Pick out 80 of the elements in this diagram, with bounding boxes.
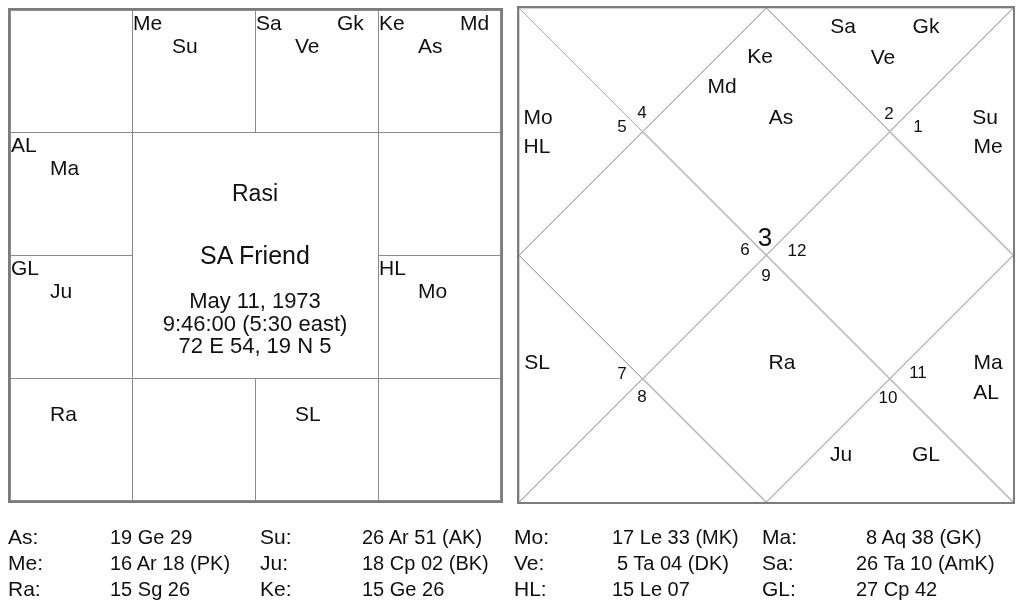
- birth-time: 9:46:00 (5:30 east): [162, 313, 348, 335]
- planet-label: Su:: [260, 527, 292, 547]
- planet-label: GL: [912, 442, 940, 464]
- planet-label: Ve:: [514, 553, 545, 573]
- sign-number: 9: [761, 266, 771, 284]
- sign-number: 4: [637, 103, 647, 121]
- planet-label: Ma: [973, 350, 1003, 372]
- planet-label: Mo: [418, 280, 448, 301]
- longitude-value: 17 Le 33 (MK): [612, 527, 739, 547]
- house-square: [378, 378, 501, 501]
- sign-number: 11: [909, 363, 927, 381]
- sign-number: 2: [884, 104, 894, 122]
- longitude-value: 26 Ar 51 (AK): [362, 527, 483, 547]
- planet-label: Ra:: [8, 579, 41, 599]
- planet-label: Su: [972, 105, 998, 127]
- sign-number: 5: [617, 117, 627, 135]
- planet-label: Sa: [830, 14, 856, 36]
- planet-label: SL: [524, 350, 550, 372]
- planet-label: Me: [973, 134, 1003, 156]
- longitude-value: 16 Ar 18 (PK): [110, 553, 231, 573]
- planet-label: Ju:: [260, 553, 288, 573]
- house-square: [378, 255, 501, 379]
- birth-date: May 11, 1973: [189, 290, 321, 312]
- planet-label: AL: [11, 134, 37, 155]
- sign-number: 3: [757, 224, 773, 250]
- planet-label: HL:: [514, 579, 547, 599]
- planet-label: Ju: [50, 280, 73, 301]
- longitude-value: 8 Aq 38 (GK): [866, 527, 982, 547]
- planet-label: Me:: [8, 553, 43, 573]
- chart-subtitle: SA Friend: [200, 242, 310, 268]
- planet-label: As: [418, 35, 443, 56]
- sign-number: 7: [617, 364, 627, 382]
- sign-number: 1: [913, 117, 923, 135]
- longitude-value: 19 Ge 29: [110, 527, 193, 547]
- chart-title: Rasi: [232, 181, 278, 205]
- house-square: [10, 10, 133, 133]
- sign-number: 8: [637, 387, 647, 405]
- planet-label: Ke: [379, 12, 405, 33]
- planet-label: GL: [11, 257, 39, 278]
- longitude-value: 15 Le 07: [612, 579, 690, 599]
- house-triangle: [766, 378, 1013, 502]
- longitude-value: 26 Ta 10 (AmK): [856, 553, 995, 573]
- planet-label: Sa: [256, 12, 282, 33]
- house-square: [10, 378, 133, 501]
- planet-label: AL: [973, 380, 999, 402]
- planet-label: Ra: [768, 350, 796, 372]
- sign-number: 12: [787, 241, 807, 259]
- planet-label: Gk: [337, 12, 364, 33]
- planet-label: Ve: [870, 45, 896, 67]
- planet-label: As: [768, 105, 794, 127]
- birth-coordinates: 72 E 54, 19 N 5: [178, 335, 332, 357]
- longitude-value: 5 Ta 04 (DK): [617, 553, 729, 573]
- planet-label: HL: [523, 134, 551, 156]
- planet-label: Md: [707, 74, 737, 96]
- planet-label: Ma: [50, 157, 80, 178]
- planet-label: Mo: [523, 105, 553, 127]
- planet-label: SL: [295, 403, 321, 424]
- house-triangle: [519, 378, 766, 502]
- planet-label: Ra: [50, 403, 77, 424]
- longitude-value: 18 Cp 02 (BK): [362, 553, 489, 573]
- sign-number: 6: [740, 240, 750, 258]
- longitude-value: 15 Ge 26: [362, 579, 445, 599]
- planet-label: As:: [8, 527, 39, 547]
- longitude-value: 27 Cp 42: [856, 579, 938, 599]
- planet-label: GL:: [762, 579, 796, 599]
- planet-label: Me: [133, 12, 163, 33]
- planet-label: Sa:: [762, 553, 794, 573]
- planet-label: Ke:: [260, 579, 292, 599]
- house-square: [378, 10, 501, 133]
- planet-label: Ju: [829, 442, 853, 464]
- planet-label: HL: [379, 257, 406, 278]
- planet-label: Ve: [295, 35, 320, 56]
- planet-label: Mo:: [514, 527, 549, 547]
- sign-number: 10: [878, 388, 898, 406]
- planet-label: Md: [460, 12, 490, 33]
- longitude-value: 15 Sg 26: [110, 579, 191, 599]
- planet-label: Ma:: [762, 527, 797, 547]
- planet-label: Gk: [912, 14, 940, 36]
- planet-label: Ke: [747, 44, 773, 66]
- planet-label: Su: [172, 35, 198, 56]
